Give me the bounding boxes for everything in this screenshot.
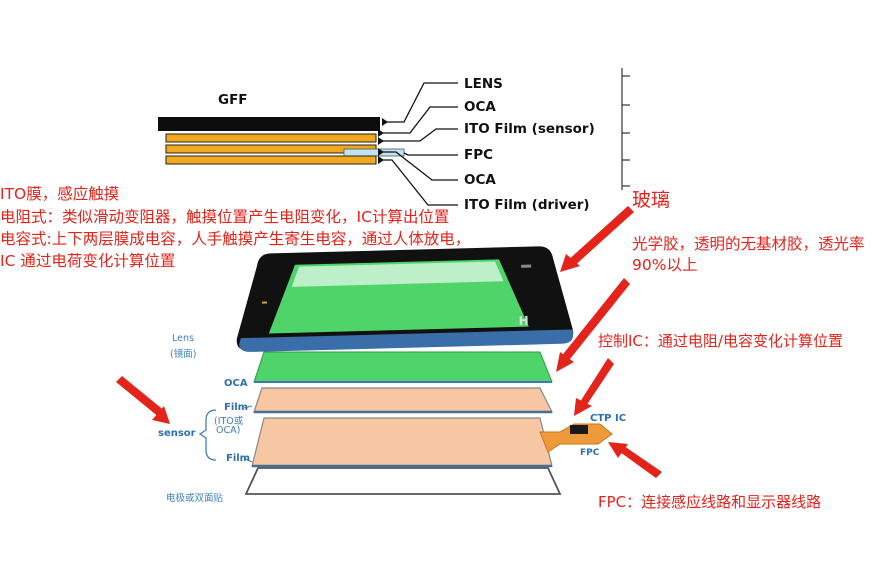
ctp-ic-chip	[570, 425, 588, 434]
label-sensor-mid1: (ITO或	[214, 416, 244, 427]
annotation-oca-line1: 光学胶，透明的无基材胶，透光率	[632, 235, 865, 253]
leader-ito-driver	[378, 159, 458, 206]
arrow-control-ic	[580, 358, 614, 406]
annotation-resistive: 电阻式：类似滑动变阻器，触摸位置产生电阻变化，IC计算出位置	[0, 208, 450, 226]
label-oca: OCA	[224, 378, 248, 389]
gff-label-oca-2: OCA	[464, 172, 496, 188]
annotation-ic-calc: IC 通过电荷变化计算位置	[0, 252, 176, 270]
label-film-top: Film	[224, 402, 249, 413]
arrow-sensor	[116, 376, 166, 418]
svg-text:H: H	[518, 314, 528, 328]
annotation-fpc: FPC：连接感应线路和显示器线路	[598, 493, 822, 511]
top-film	[253, 387, 553, 413]
sensor-film	[251, 417, 553, 467]
phone-lens: H	[236, 246, 574, 352]
annotation-oca-line2: 90%以上	[632, 256, 698, 274]
label-sensor-mid2: OCA)	[216, 425, 241, 436]
display-layer	[244, 467, 562, 495]
annotation-capacitive: 电容式:上下两层膜成电容，人手触摸产生寄生电容，通过人体放电，	[0, 230, 471, 248]
annotation-ito-title: ITO膜，感应触摸	[0, 185, 120, 203]
annotation-glass: 玻璃	[632, 189, 671, 211]
gff-label-lens: LENS	[464, 76, 503, 92]
arrow-glass	[566, 206, 634, 268]
leader-oca-2	[378, 151, 458, 181]
gff-label-ito-driver: ITO Film (driver)	[464, 197, 590, 213]
leader-oca-1	[378, 106, 458, 134]
leader-ito-sensor	[378, 128, 458, 142]
leader-lens	[382, 82, 458, 123]
gff-lens-layer	[158, 117, 380, 131]
label-fpc-small: FPC	[580, 448, 600, 458]
label-lens: Lens	[172, 333, 194, 344]
label-sensor: sensor	[158, 428, 196, 439]
sensor-bracket	[198, 409, 217, 461]
label-display-bond: 电极或双面贴	[166, 493, 224, 504]
gff-label-ito-sensor: ITO Film (sensor)	[464, 121, 595, 137]
arrow-oca	[560, 278, 630, 364]
annotation-control-ic: 控制IC：通过电阻/电容变化计算位置	[598, 332, 843, 350]
fpc-tail	[539, 423, 613, 453]
gff-label-fpc: FPC	[464, 147, 494, 163]
gff-title: GFF	[218, 92, 248, 108]
gff-label-oca-1: OCA	[464, 99, 496, 115]
gff-film-layer-3	[165, 155, 377, 165]
label-lens-cn: (镜面)	[170, 349, 197, 360]
label-ctp-ic: CTP IC	[590, 413, 627, 424]
oca-layer	[253, 351, 553, 383]
label-film-bottom: Film	[226, 453, 251, 464]
gff-film-layer-1	[165, 133, 377, 143]
arrow-fpc	[620, 446, 662, 478]
leader-fpc	[403, 152, 458, 156]
